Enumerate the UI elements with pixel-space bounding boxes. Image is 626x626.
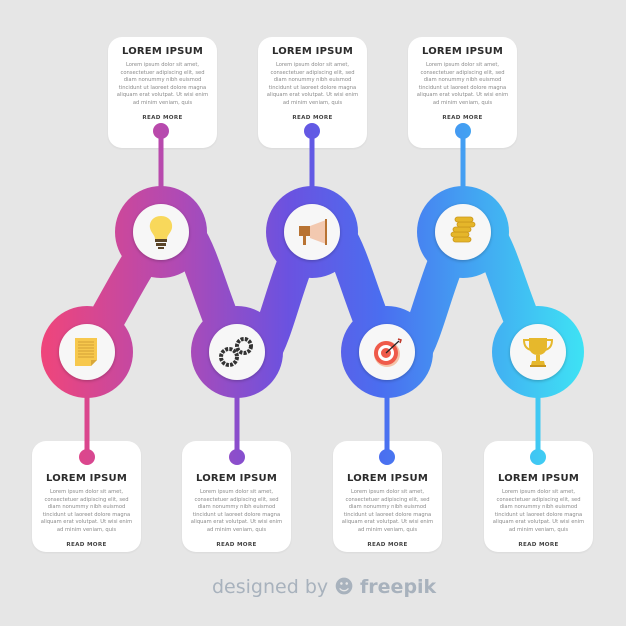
trophy-icon xyxy=(522,338,554,367)
card-title: LOREM IPSUM xyxy=(195,473,277,484)
card-body: Lorem ipsum dolor sit amet, consectetuer… xyxy=(341,489,434,533)
megaphone-icon xyxy=(299,219,327,245)
card-step-2: LOREM IPSUM Lorem ipsum dolor sit amet, … xyxy=(108,37,217,148)
card-step-7: LOREM IPSUM Lorem ipsum dolor sit amet, … xyxy=(484,441,593,552)
footer-prefix: designed by xyxy=(212,576,329,598)
read-more-link[interactable]: READ MORE xyxy=(518,541,559,548)
freepik-logo-icon: ☻ xyxy=(334,576,354,598)
card-title: LOREM IPSUM xyxy=(271,46,353,57)
read-more-link[interactable]: READ MORE xyxy=(142,114,183,121)
read-more-link[interactable]: READ MORE xyxy=(292,114,333,121)
card-title: LOREM IPSUM xyxy=(45,473,127,484)
lightbulb-icon xyxy=(149,216,173,249)
read-more-link[interactable]: READ MORE xyxy=(367,541,408,548)
card-step-5: LOREM IPSUM Lorem ipsum dolor sit amet, … xyxy=(333,441,442,552)
read-more-link[interactable]: READ MORE xyxy=(66,541,107,548)
card-body: Lorem ipsum dolor sit amet, consectetuer… xyxy=(492,489,585,533)
connector-stems xyxy=(84,130,541,456)
gears-icon xyxy=(219,337,253,367)
card-title: LOREM IPSUM xyxy=(121,46,203,57)
card-step-1: LOREM IPSUM Lorem ipsum dolor sit amet, … xyxy=(32,441,141,552)
card-body: Lorem ipsum dolor sit amet, consectetuer… xyxy=(416,62,509,106)
card-body: Lorem ipsum dolor sit amet, consectetuer… xyxy=(116,62,209,106)
card-body: Lorem ipsum dolor sit amet, consectetuer… xyxy=(266,62,359,106)
card-step-4: LOREM IPSUM Lorem ipsum dolor sit amet, … xyxy=(258,37,367,148)
footer-brand: freepik xyxy=(360,576,437,598)
card-step-6: LOREM IPSUM Lorem ipsum dolor sit amet, … xyxy=(408,37,517,148)
card-title: LOREM IPSUM xyxy=(421,46,503,57)
target-icon xyxy=(374,338,402,367)
read-more-link[interactable]: READ MORE xyxy=(216,541,257,548)
card-title: LOREM IPSUM xyxy=(497,473,579,484)
card-body: Lorem ipsum dolor sit amet, consectetuer… xyxy=(190,489,283,533)
footer-credit: designed by ☻ freepik xyxy=(212,576,436,598)
card-body: Lorem ipsum dolor sit amet, consectetuer… xyxy=(40,489,133,533)
card-title: LOREM IPSUM xyxy=(346,473,428,484)
coins-icon xyxy=(450,216,476,243)
document-icon xyxy=(75,338,97,366)
card-step-3: LOREM IPSUM Lorem ipsum dolor sit amet, … xyxy=(182,441,291,552)
read-more-link[interactable]: READ MORE xyxy=(442,114,483,121)
